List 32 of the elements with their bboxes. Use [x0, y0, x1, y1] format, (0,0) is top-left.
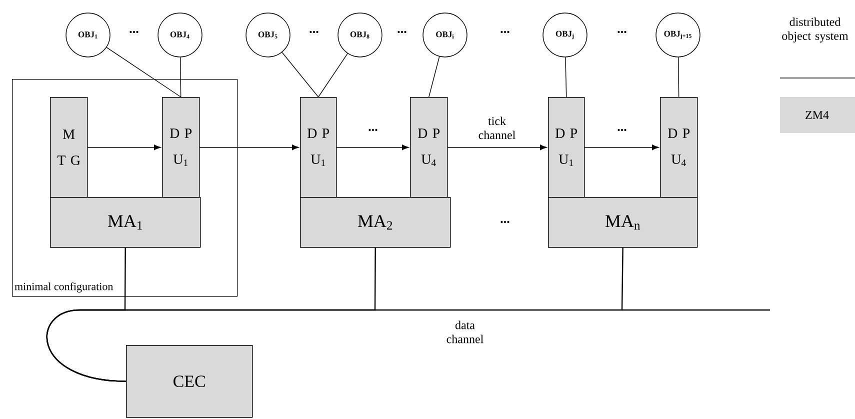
- processing-unit-box: D P U$_{1}$: [162, 97, 200, 198]
- connector-line: [282, 52, 319, 98]
- arrow: [199, 144, 299, 150]
- ellipsis: ...: [398, 30, 406, 34]
- connector-line: [678, 57, 680, 98]
- arrow: [447, 144, 547, 150]
- connector-line: [106, 47, 182, 98]
- ellipsis: ...: [310, 30, 318, 34]
- ellipsis: ...: [618, 30, 626, 34]
- edge-label: tick channel: [478, 116, 516, 140]
- ellipsis: ...: [368, 128, 378, 132]
- processing-unit-box: D P U$_{4}$: [660, 97, 698, 198]
- legend-text: distributed object system: [782, 18, 848, 42]
- ellipsis: ...: [500, 220, 510, 224]
- connector-line: [318, 53, 348, 98]
- bus-line: [46, 248, 624, 382]
- arrow: [336, 144, 409, 150]
- connector-line: [428, 56, 440, 98]
- processing-unit-box: D P U$_{1}$: [300, 97, 337, 198]
- edge-label: data channel: [446, 320, 484, 344]
- arrow: [87, 144, 161, 150]
- connector-line: [180, 57, 182, 98]
- ellipsis: ...: [130, 30, 138, 34]
- processing-unit-box: D P U$_{1}$: [548, 97, 585, 198]
- ellipsis: ...: [618, 128, 626, 132]
- arrow: [584, 144, 659, 150]
- evaluation-computer-box: CEC: [126, 344, 253, 418]
- legend-text: ZM4: [806, 111, 829, 119]
- processing-unit-box: M T G: [50, 97, 88, 198]
- ellipsis: ...: [500, 30, 510, 34]
- processing-unit-box: D P U$_{4}$: [410, 97, 448, 198]
- connector-line: [565, 57, 567, 98]
